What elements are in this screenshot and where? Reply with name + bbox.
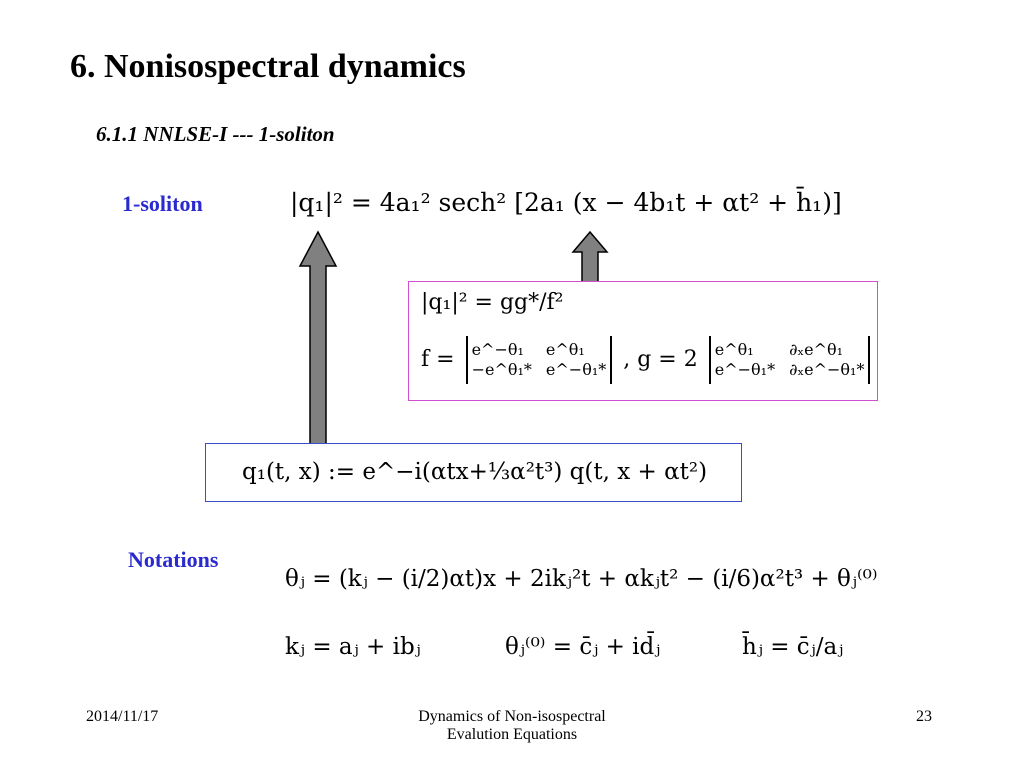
slide-subtitle: 6.1.1 NNLSE-I --- 1-soliton bbox=[96, 122, 335, 146]
f-m21: −e^θ₁* bbox=[471, 360, 532, 379]
slide-title: 6. Nonisospectral dynamics bbox=[70, 48, 466, 85]
h-definition: h̄ⱼ = c̄ⱼ/aⱼ bbox=[742, 634, 844, 660]
g-m22: ∂ₓe^−θ₁* bbox=[789, 360, 865, 379]
theta-definition: θⱼ = (kⱼ − (i/2)αt)x + 2ikⱼ²t + αkⱼt² − … bbox=[285, 566, 878, 592]
label-notations: Notations bbox=[128, 547, 219, 572]
g-m21: e^−θ₁* bbox=[714, 360, 776, 379]
f-g-determinants: f = e^−θ₁ e^θ₁ −e^θ₁* e^−θ₁* , g = 2 e^θ… bbox=[421, 336, 874, 384]
right-up-arrow-icon bbox=[571, 230, 609, 283]
f-m12: e^θ₁ bbox=[545, 340, 585, 359]
tau-function-box: |q₁|² = gg*/f² f = e^−θ₁ e^θ₁ −e^θ₁* e^−… bbox=[408, 281, 878, 401]
footer-title-line2: Evalution Equations bbox=[446, 726, 578, 743]
g-determinant: e^θ₁ ∂ₓe^θ₁ e^−θ₁* ∂ₓe^−θ₁* bbox=[705, 336, 875, 384]
footer-title: Dynamics of Non-isospectral Evalution Eq… bbox=[362, 708, 662, 744]
g-m11: e^θ₁ bbox=[714, 340, 754, 359]
g-m12: ∂ₓe^θ₁ bbox=[789, 340, 844, 359]
modulus-ratio-equation: |q₁|² = gg*/f² bbox=[421, 290, 564, 315]
f-m11: e^−θ₁ bbox=[471, 340, 524, 359]
f-label: f = bbox=[421, 347, 455, 372]
f-determinant: e^−θ₁ e^θ₁ −e^θ₁* e^−θ₁* bbox=[462, 336, 617, 384]
label-1-soliton: 1-soliton bbox=[122, 191, 203, 216]
footer-title-line1: Dynamics of Non-isospectral bbox=[418, 708, 606, 725]
footer-date: 2014/11/17 bbox=[86, 708, 159, 725]
k-definition: kⱼ = aⱼ + ibⱼ bbox=[285, 634, 421, 660]
gauge-transform-box: q₁(t, x) := e^−i(αtx+⅓α²t³) q(t, x + αt²… bbox=[205, 443, 742, 502]
f-m22: e^−θ₁* bbox=[545, 360, 607, 379]
g-label: , g = 2 bbox=[623, 347, 698, 372]
footer-page-number: 23 bbox=[916, 708, 932, 725]
theta0-definition: θⱼ⁽⁰⁾ = c̄ⱼ + id̄ⱼ bbox=[505, 634, 661, 660]
gauge-transform-equation: q₁(t, x) := e^−i(αtx+⅓α²t³) q(t, x + αt²… bbox=[242, 459, 708, 485]
soliton-equation: |q₁|² = 4a₁² sech² [2a₁ (x − 4b₁t + αt² … bbox=[290, 188, 842, 217]
left-up-arrow-icon bbox=[298, 230, 338, 445]
